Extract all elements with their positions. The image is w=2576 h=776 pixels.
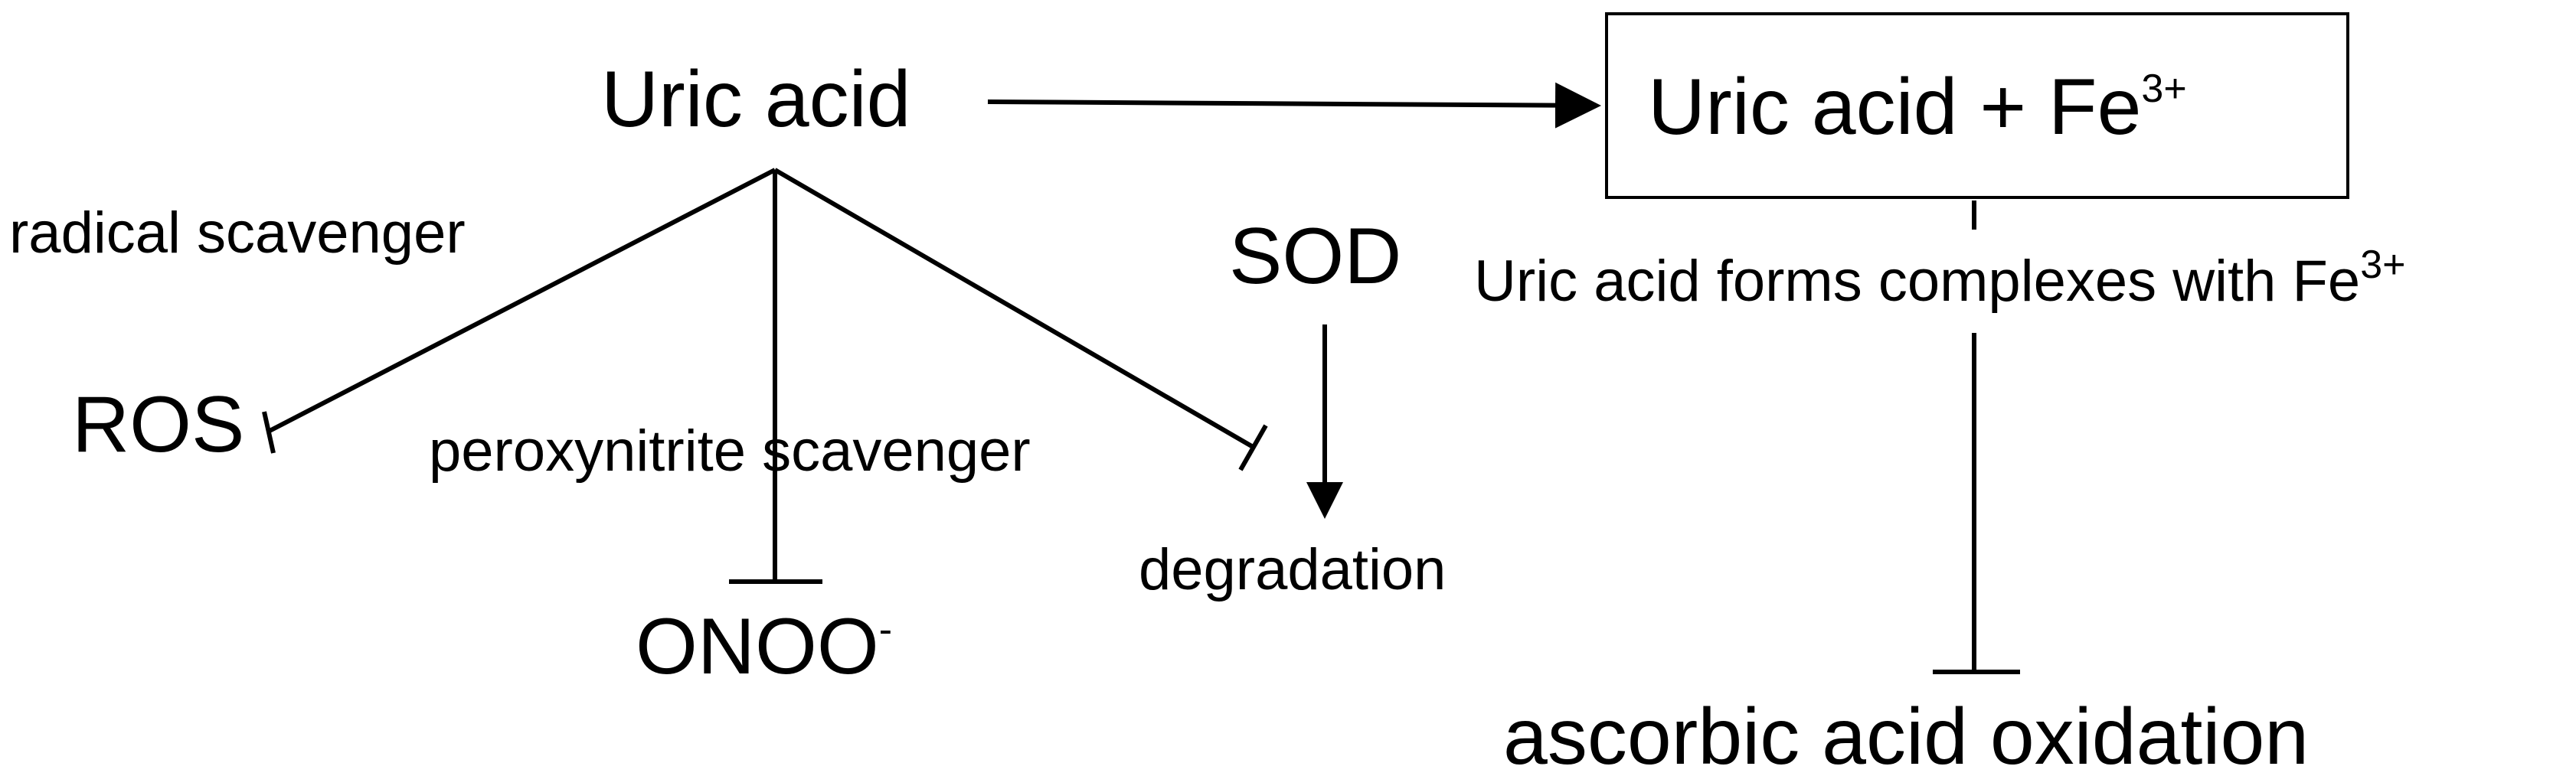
- onoo-main: ONOO: [636, 602, 879, 691]
- uric-acid-to-complex-arrow: [987, 82, 1601, 129]
- complex-note-label: Uric acid forms complexes with Fe3+: [1474, 243, 2405, 314]
- degradation-inhibition-bar: [1238, 424, 1268, 471]
- degradation-node: degradation: [1139, 537, 1446, 602]
- ros-node: ROS: [72, 380, 244, 469]
- uric-acid-fe-label: Uric acid + Fe3+: [1648, 63, 2187, 152]
- peroxynitrite-scavenger-label: peroxynitrite scavenger: [429, 419, 1031, 484]
- uric-acid-fe-sup: 3+: [2141, 67, 2186, 111]
- ros-inhibition-bar: [262, 411, 276, 454]
- sod-node: SOD: [1229, 212, 1401, 301]
- ascorbic-acid-oxidation-node: ascorbic acid oxidation: [1503, 693, 2309, 776]
- uric-acid-fe-main: Uric acid + Fe: [1648, 63, 2141, 152]
- uric-acid-fe-box: [1605, 12, 2349, 199]
- uric-acid-node: Uric acid: [601, 55, 911, 144]
- complex-note-sup: 3+: [2360, 243, 2405, 287]
- onoo-sup: -: [879, 608, 892, 652]
- uric-acid-to-degradation-line: [773, 168, 1256, 450]
- radical-scavenger-label: radical scavenger: [9, 201, 466, 266]
- complex-note-main: Uric acid forms complexes with Fe: [1474, 249, 2360, 314]
- onoo-node: ONOO-: [636, 602, 892, 691]
- uric-acid-to-ros-line: [268, 168, 776, 433]
